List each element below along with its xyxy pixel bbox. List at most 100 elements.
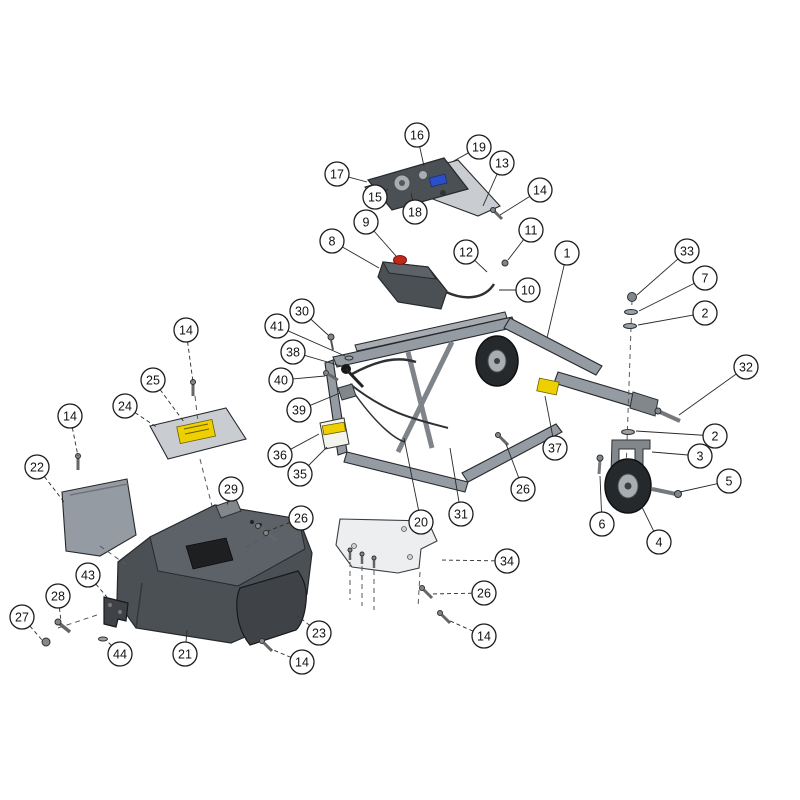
callout-circle-26 [471, 580, 497, 606]
callout-circle-12 [453, 239, 479, 265]
axis-shield-to-body [99, 545, 129, 567]
callout-circle-40 [268, 367, 294, 393]
callout-circle-37 [542, 435, 568, 461]
leader-lines [29, 146, 737, 658]
callout-43: 43 [75, 562, 101, 588]
leader-line-30 [310, 318, 329, 336]
leader-line-23 [297, 615, 310, 626]
fuel-cap [393, 255, 407, 265]
callout-13: 13 [489, 150, 515, 176]
label-text-line-1 [183, 423, 209, 430]
callout-circle-11 [518, 217, 544, 243]
screw-26-d-head [419, 585, 425, 591]
callout-number-26: 26 [477, 586, 491, 600]
axis-bolt-to-hinge [57, 613, 101, 629]
leader-line-9 [373, 230, 397, 257]
nut-27 [41, 637, 51, 647]
callout-number-2: 2 [702, 306, 709, 320]
leader-line-14 [187, 341, 194, 383]
callout-number-4: 4 [656, 535, 663, 549]
callout-number-25: 25 [146, 373, 160, 387]
callout-number-35: 35 [293, 467, 307, 481]
callout-number-14: 14 [179, 323, 193, 337]
callout-circle-39 [286, 397, 312, 423]
callout-number-34: 34 [500, 554, 514, 568]
callout-number-26: 26 [516, 482, 530, 496]
front-cover-23 [236, 570, 307, 646]
left-cover-panel [149, 407, 247, 460]
warning-tag-group [319, 417, 350, 450]
callout-number-26: 26 [294, 511, 308, 525]
callout-circle-15 [362, 184, 388, 210]
callout-number-2: 2 [712, 429, 719, 443]
bolt-28-head [54, 618, 62, 626]
callout-21: 21 [172, 641, 198, 667]
bolt-28 [58, 622, 72, 634]
callout-circle-14 [289, 649, 315, 675]
callout-5: 5 [716, 468, 742, 494]
screw-14-e [440, 613, 452, 625]
leader-line-44 [106, 640, 112, 646]
callout-circle-30 [289, 298, 315, 324]
callout-number-41: 41 [270, 319, 284, 333]
callout-circle-41 [264, 313, 290, 339]
callout-circle-27 [9, 604, 35, 630]
leader-line-14 [499, 195, 531, 216]
callout-circle-6 [589, 511, 615, 537]
callout-30: 30 [289, 298, 315, 324]
callout-number-3: 3 [697, 449, 704, 463]
callout-34: 34 [494, 548, 520, 574]
callout-40: 40 [268, 367, 294, 393]
front-cover-group [236, 570, 307, 646]
caster-mount-block [629, 391, 659, 417]
leader-line-14 [270, 648, 292, 658]
leader-line-34 [438, 559, 496, 562]
choke-knob [418, 170, 428, 180]
leader-line-26 [429, 592, 473, 595]
leader-line-40 [292, 375, 326, 380]
assembly-axis-lines [57, 395, 421, 629]
callout-2: 2 [692, 300, 718, 326]
callout-number-1: 1 [564, 246, 571, 260]
callout-41: 41 [264, 313, 290, 339]
leader-line-6 [599, 475, 602, 513]
leader-line-25 [159, 389, 185, 423]
leader-line-8 [342, 246, 380, 269]
callout-number-39: 39 [292, 403, 306, 417]
linkage-bolt-30 [327, 333, 335, 341]
fuel-tank-top [382, 261, 438, 280]
callout-37: 37 [542, 435, 568, 461]
callout-circle-19 [466, 134, 492, 160]
drop-screw-3-head [371, 555, 377, 561]
callout-9: 9 [353, 209, 379, 235]
drop-screw-2-head [359, 551, 365, 557]
control-rod [351, 358, 417, 376]
callout-25: 25 [140, 367, 166, 393]
screw-14-a-head [490, 207, 496, 213]
callout-circle-17 [324, 161, 350, 187]
caster-washer-2-upper [623, 323, 637, 329]
linkage-bolt-30-shank [330, 339, 334, 351]
leader-line-3 [651, 451, 689, 456]
callout-circle-8 [319, 228, 345, 254]
leader-line-33 [636, 258, 679, 296]
tag-band-35 [321, 421, 346, 436]
screw-26-b-head [255, 523, 261, 529]
callout-35: 35 [287, 461, 313, 487]
callout-number-21: 21 [178, 647, 192, 661]
leader-line-31 [449, 447, 460, 503]
hinge-hardware [41, 596, 129, 647]
callout-circle-43 [75, 562, 101, 588]
leader-line-14 [447, 619, 474, 632]
callout-circle-31 [448, 501, 474, 527]
callout-4: 4 [646, 529, 672, 555]
callout-number-31: 31 [454, 507, 468, 521]
callout-19: 19 [466, 134, 492, 160]
callout-circle-28 [45, 583, 71, 609]
axis-panel-to-body [199, 458, 213, 507]
screw-14-e-head [437, 610, 443, 616]
callout-circle-14 [527, 177, 553, 203]
leader-line-26 [505, 443, 520, 478]
